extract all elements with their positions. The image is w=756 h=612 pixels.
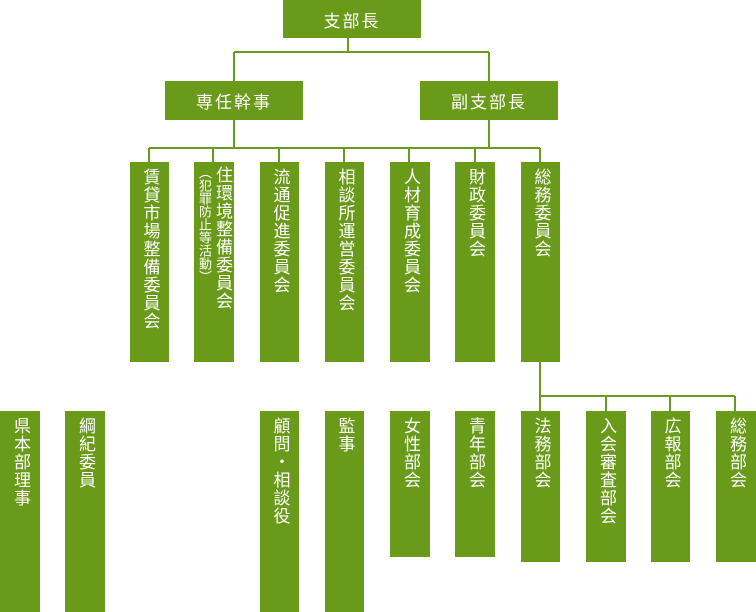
node-distribution-committee: 流通促進委員会 <box>260 162 299 362</box>
node-general-affairs-section-label: 総務部会 <box>726 417 746 489</box>
node-finance-committee-label: 財政委員会 <box>465 168 485 258</box>
node-women-section: 女性部会 <box>390 411 430 557</box>
node-living-env-committee-label: 住環境整備委員会 <box>212 166 232 310</box>
node-advisor: 顧問・相談役 <box>260 411 299 612</box>
node-pr-section: 広報部会 <box>651 411 690 562</box>
node-vice-chief: 副支部長 <box>420 81 558 120</box>
node-vice-chief-label: 副支部長 <box>451 93 527 113</box>
node-youth-section-label: 青年部会 <box>465 417 485 489</box>
node-finance-committee: 財政委員会 <box>455 162 495 362</box>
node-distribution-committee-label: 流通促進委員会 <box>269 168 290 294</box>
node-auditor: 監事 <box>325 411 364 612</box>
node-youth-section: 青年部会 <box>455 411 495 557</box>
node-auditor-label: 監事 <box>334 417 355 453</box>
node-general-affairs-section: 総務部会 <box>716 411 756 562</box>
node-branch-chief: 支部長 <box>283 0 421 38</box>
node-senior-secretary: 専任幹事 <box>165 81 303 120</box>
node-branch-chief-label: 支部長 <box>323 11 381 32</box>
node-general-affairs-committee: 総務委員会 <box>521 162 560 362</box>
node-senior-secretary-label: 専任幹事 <box>196 93 272 113</box>
node-discipline-member: 綱紀委員 <box>65 411 105 612</box>
node-general-affairs-committee-label: 総務委員会 <box>530 168 551 258</box>
node-legal-section-label: 法務部会 <box>530 417 551 489</box>
node-hr-committee: 人材育成委員会 <box>390 162 430 362</box>
node-pr-section-label: 広報部会 <box>660 417 681 489</box>
node-rental-market-committee: 賃貸市場整備委員会 <box>130 162 169 362</box>
node-consultation-committee-label: 相談所運営委員会 <box>334 168 355 312</box>
node-advisor-label: 顧問・相談役 <box>269 417 290 525</box>
node-living-env-committee: 住環境整備委員会 （犯罪防止等活動） <box>194 162 234 362</box>
node-living-env-committee-note: （犯罪防止等活動） <box>196 166 211 283</box>
node-rental-market-committee-label: 賃貸市場整備委員会 <box>139 168 160 330</box>
node-legal-section: 法務部会 <box>521 411 560 562</box>
node-women-section-label: 女性部会 <box>400 417 420 489</box>
node-hr-committee-label: 人材育成委員会 <box>400 168 420 294</box>
node-membership-review-section-label: 入会審査部会 <box>596 417 616 525</box>
node-membership-review-section: 入会審査部会 <box>586 411 626 562</box>
node-consultation-committee: 相談所運営委員会 <box>325 162 364 362</box>
node-discipline-member-label: 綱紀委員 <box>75 417 95 489</box>
node-prefecture-director: 県本部理事 <box>0 411 40 612</box>
node-prefecture-director-label: 県本部理事 <box>10 417 30 507</box>
